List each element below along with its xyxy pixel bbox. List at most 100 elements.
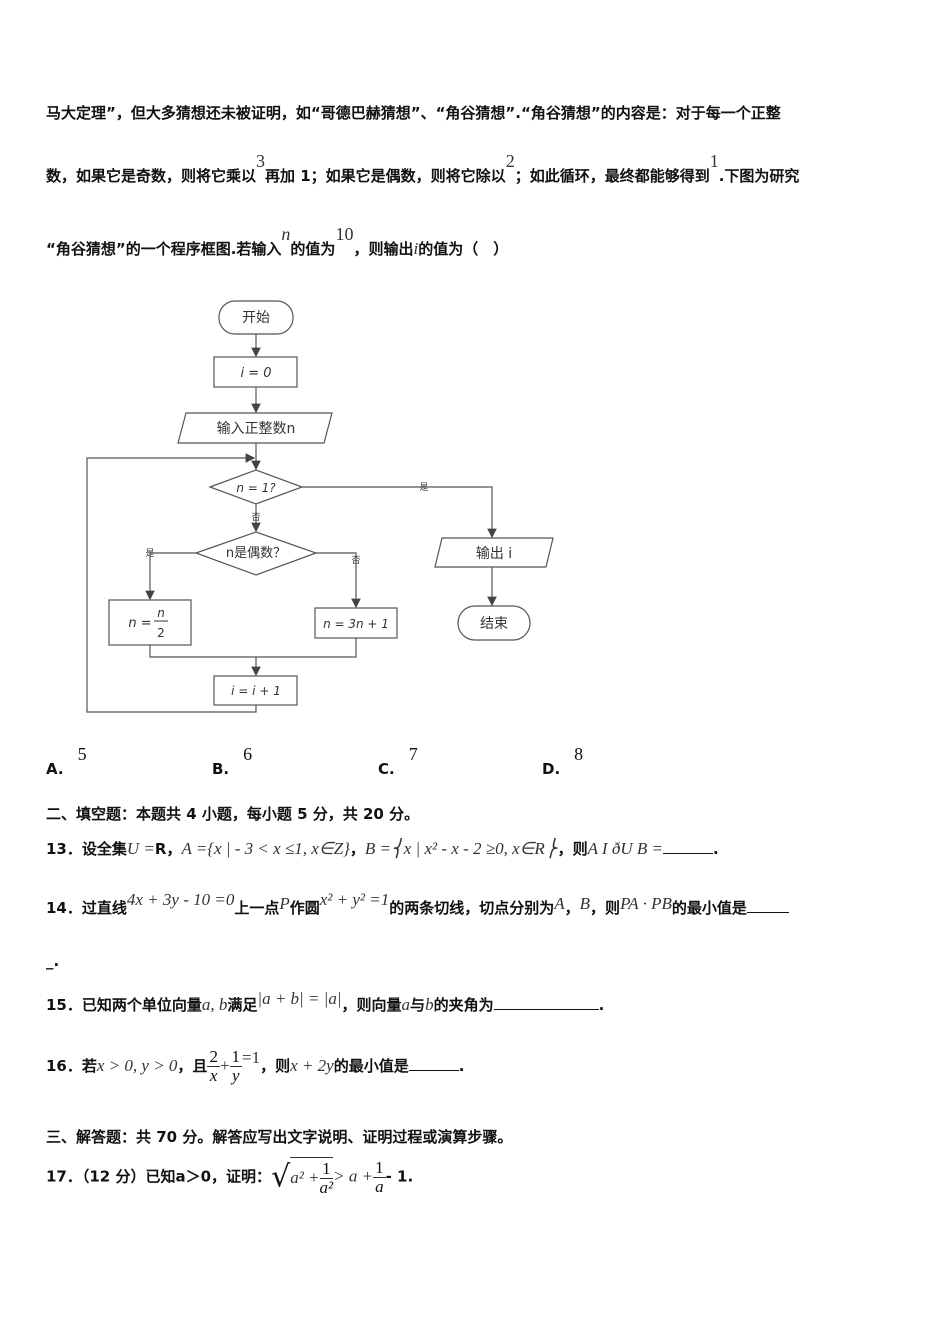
sqrt-sign: √ [271, 1159, 291, 1195]
q12-line2: 数，如果它是奇数，则将它乘以3再加 1；如果它是偶数，则将它除以2；如此循环，最… [46, 151, 800, 186]
init-label: i = 0 [240, 366, 271, 381]
math: 1 [709, 151, 719, 171]
text: ，证明： [211, 1167, 272, 1186]
math: 4x + 3y - 10 =0 [126, 890, 235, 909]
option-c[interactable]: C. 7 [378, 744, 418, 779]
option-label: A. [46, 760, 64, 778]
math: U = [126, 839, 155, 858]
output-node [434, 537, 554, 568]
math: A ={x | - 3 < x ≤1, x∈Z} [181, 839, 350, 858]
text: 的两条切线，切点分别为 [389, 899, 555, 917]
yes-label: 是 [145, 548, 154, 559]
odd-node [314, 607, 398, 639]
denominator: x [209, 1066, 218, 1085]
no-label: 否 [251, 512, 260, 523]
math: |a + b| = |a| [257, 989, 342, 1008]
text: 的最小值是 [333, 1057, 409, 1075]
option-value: 5 [77, 744, 87, 764]
text: 数，如果它是奇数，则将它乘以 [46, 167, 257, 185]
inc-node [213, 675, 298, 706]
q12-line3: “角谷猜想”的一个程序框图.若输入n的值为10，则输出i的值为（ ） [46, 224, 509, 259]
text: 满足 [227, 996, 258, 1014]
q12-line1: 马大定理”，但大多猜想还未被证明，如“哥德巴赫猜想”、“角谷猜想”.“角谷猜想”… [46, 104, 781, 122]
numerator: 1 [373, 1157, 386, 1178]
text: 14．过直线 [46, 899, 127, 917]
math: a＞0 [175, 1167, 212, 1186]
math: b [425, 995, 434, 1014]
text: 的值为（ ） [418, 240, 509, 258]
option-d[interactable]: D. 8 [542, 744, 583, 779]
math: a [401, 995, 411, 1014]
option-value: 8 [574, 744, 584, 764]
text: . [458, 1057, 465, 1075]
math: - 1. [385, 1167, 414, 1186]
text: ，且 [177, 1057, 208, 1075]
numerator: 1 [319, 1160, 334, 1179]
option-value: 7 [408, 744, 418, 764]
math: 2 [505, 151, 515, 171]
q15: 15．已知两个单位向量a, b满足|a + b| = |a|，则向量a与b的夹角… [46, 989, 605, 1015]
section2-heading: 二、填空题：本题共 4 小题，每小题 5 分，共 20 分。 [46, 805, 420, 823]
text: ， [166, 840, 182, 858]
text: .下图为研究 [718, 167, 800, 185]
flowchart: 开始 i = 0 输入正整数n n = 1? 是 否 n是偶数？ 是 否 n =… [86, 300, 554, 713]
text: 15．已知两个单位向量 [46, 996, 202, 1014]
yes-label: 是 [419, 482, 428, 493]
math: x + 2y [290, 1056, 334, 1075]
option-b[interactable]: B.6 [212, 744, 252, 779]
inc-label: i = i + 1 [231, 684, 281, 698]
math: > a + [333, 1166, 374, 1186]
text: ，则向量 [341, 996, 402, 1014]
answer-blank[interactable] [493, 1009, 599, 1010]
text: ；如此循环，最终都能够得到 [514, 167, 710, 185]
math: n [281, 224, 291, 244]
math: A [554, 894, 565, 913]
cond1-label: n = 1? [236, 481, 276, 495]
denominator: a [375, 1176, 384, 1196]
init-node [213, 356, 298, 388]
even-numerator: n [157, 606, 165, 620]
text: 的值为 [290, 240, 336, 258]
text: 作圆 [289, 899, 320, 917]
option-label: C. [378, 760, 395, 778]
text: “角谷猜想”的一个程序框图.若输入 [46, 240, 282, 258]
text: 的最小值是 [671, 899, 747, 917]
math: 3 [256, 151, 266, 171]
answer-blank[interactable] [662, 853, 713, 854]
math: PA · PB [620, 894, 672, 913]
answer-blank[interactable] [746, 912, 789, 913]
text: 16．若 [46, 1057, 97, 1075]
q13: 13．设全集U =R，A ={x | - 3 < x ≤1, x∈Z}，B =⎨… [46, 838, 719, 859]
math: A I ðU B = [587, 839, 663, 858]
text: 17．（12 分）已知 [46, 1167, 176, 1186]
answer-blank[interactable] [408, 1070, 459, 1071]
output-label: 输出 i [476, 546, 512, 562]
option-a[interactable]: A. 5 [46, 744, 87, 779]
option-label: D. [542, 760, 561, 778]
cond2-label: n是偶数？ [226, 546, 286, 561]
q14: 14．过直线4x + 3y - 10 =0上一点P作圆x² + y² =1的两条… [46, 890, 789, 918]
end-node [457, 605, 531, 641]
input-node [177, 412, 333, 444]
text: ，则 [590, 899, 621, 917]
math: R [154, 840, 167, 858]
math: a² + [290, 1168, 320, 1187]
math: a, b [201, 995, 228, 1014]
even-node [108, 599, 192, 646]
math: i [413, 239, 419, 258]
text: 13．设全集 [46, 840, 127, 858]
text: 再加 1；如果它是偶数，则将它除以 [265, 167, 506, 185]
even-label: n = [128, 616, 151, 631]
denominator: y [232, 1066, 240, 1085]
text: . [598, 996, 605, 1014]
input-label: 输入正整数n [217, 421, 296, 437]
section3-heading: 三、解答题：共 70 分。解答应写出文字说明、证明过程或演算步骤。 [46, 1128, 513, 1146]
numerator: 2 [207, 1047, 220, 1067]
